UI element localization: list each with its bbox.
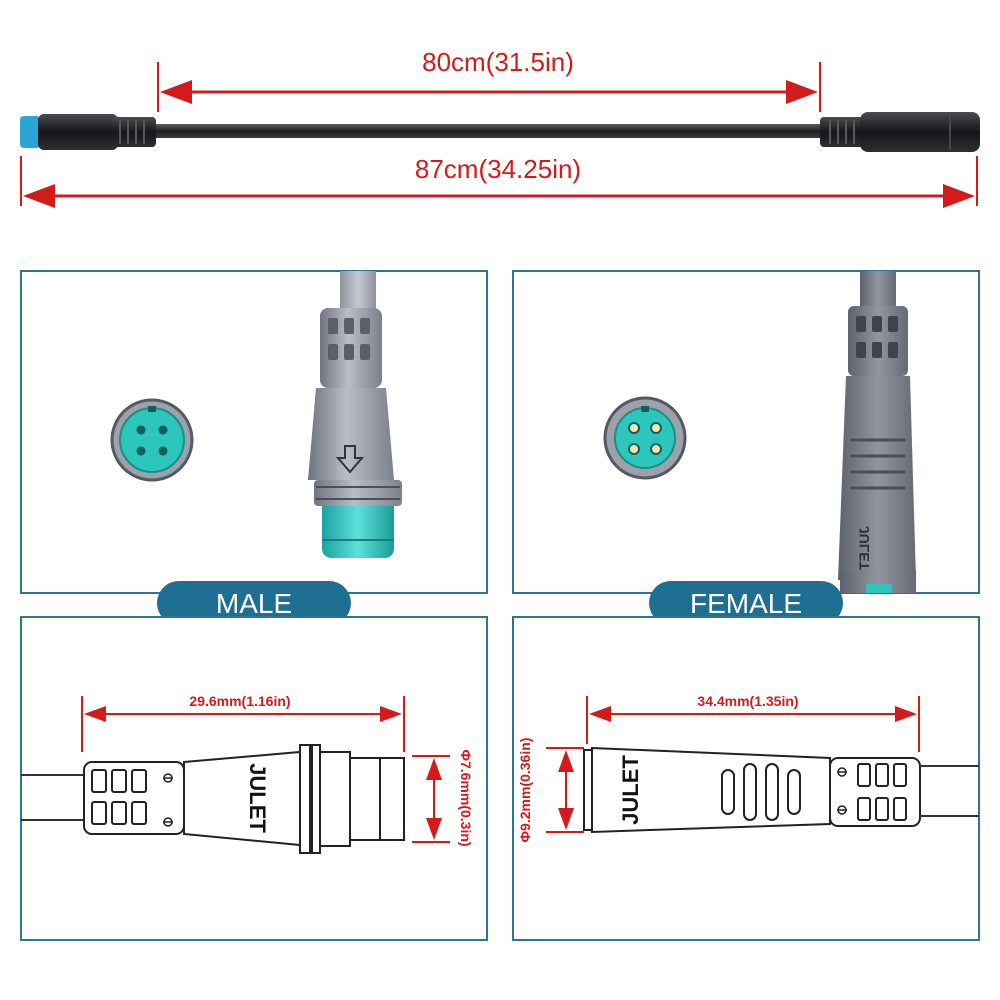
male-label: MALE	[157, 581, 351, 625]
arrowhead-left	[84, 706, 106, 722]
inner-length-dimension: 80cm(31.5in)	[157, 47, 821, 112]
female-side-view: JULET	[838, 271, 916, 593]
arrowhead-up	[558, 750, 574, 772]
brand-logo-male: JULET	[245, 763, 270, 833]
arrow-down-icon	[335, 445, 365, 474]
arrowhead-right	[380, 706, 402, 722]
arrowhead-right	[786, 80, 818, 104]
inner-length-label: 80cm(31.5in)	[422, 47, 574, 77]
male-diameter-label: Φ7.6mm(0.3in)	[458, 749, 474, 846]
right-connector	[820, 112, 980, 152]
overall-length-dimension: 87cm(34.25in)	[20, 154, 978, 208]
male-face-view	[110, 398, 194, 482]
arrowhead-right	[895, 706, 917, 722]
female-face-view	[603, 396, 687, 480]
cable	[150, 124, 830, 138]
brand-logo-female: JULET	[618, 755, 643, 825]
left-connector	[20, 114, 156, 150]
arrowhead-left	[23, 184, 55, 208]
overall-length-label: 87cm(34.25in)	[415, 154, 581, 184]
male-length-label: 29.6mm(1.16in)	[189, 693, 290, 709]
svg-text:MALE: MALE	[216, 588, 292, 619]
arrowhead-left	[589, 706, 611, 722]
female-drawing-panel: JULET 34.4mm(1.35in)	[512, 616, 980, 941]
female-label: FEMALE	[649, 581, 843, 625]
male-drawing-panel: JULET 29.6mm(1.16in) Φ7.6mm(0.3in)	[20, 616, 488, 941]
arrowhead-up	[426, 758, 442, 780]
cable-assembly	[20, 112, 980, 152]
brand-logo-female-photo: JULET	[856, 526, 872, 571]
male-photo-panel	[20, 270, 488, 594]
arrowhead-down	[558, 808, 574, 830]
female-photo-panel: JULET	[512, 270, 980, 594]
arrowhead-right	[943, 184, 975, 208]
svg-text:FEMALE: FEMALE	[690, 588, 802, 619]
female-length-label: 34.4mm(1.35in)	[697, 693, 798, 709]
arrowhead-left	[160, 80, 192, 104]
female-diameter-label: Φ9.2mm(0.36in)	[517, 738, 533, 843]
male-side-view	[308, 271, 402, 558]
arrowhead-down	[426, 818, 442, 840]
